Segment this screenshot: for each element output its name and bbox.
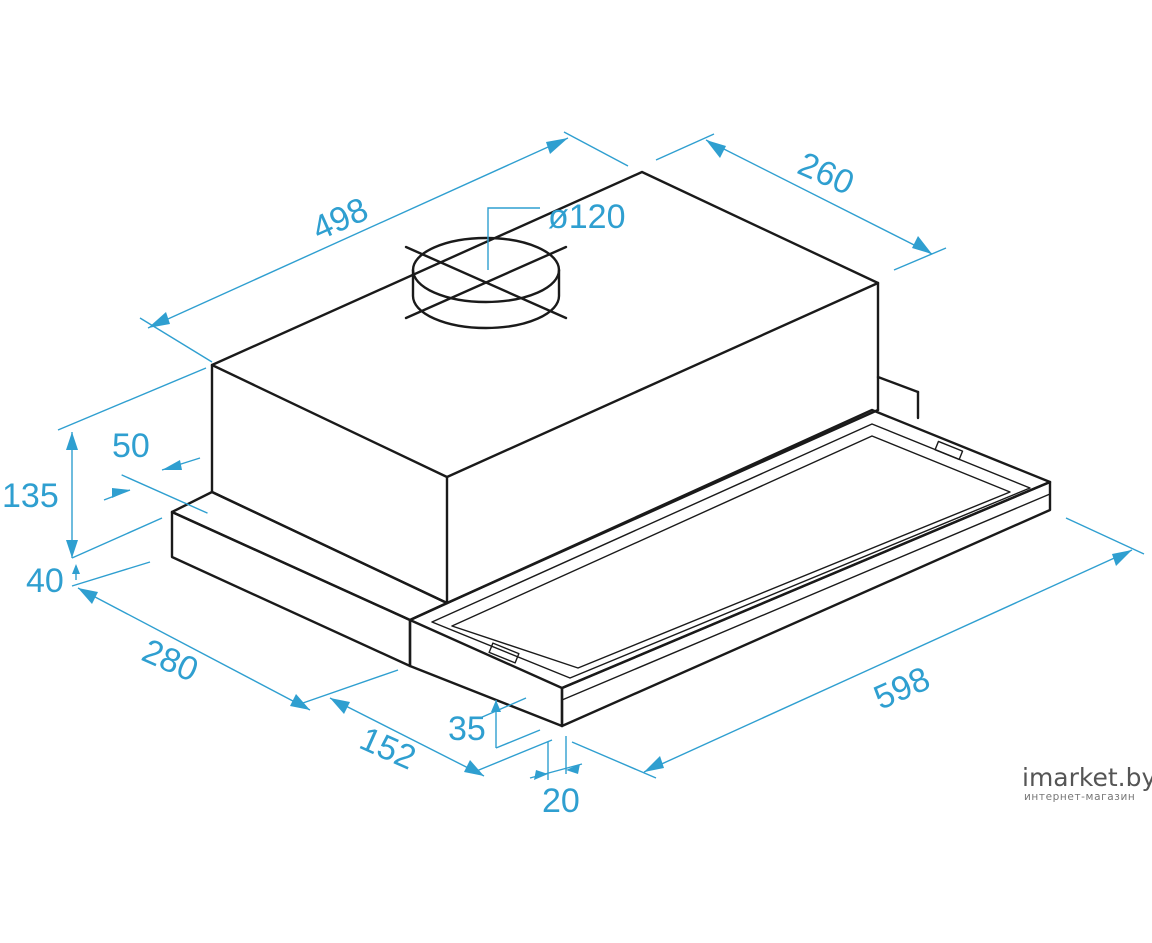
dim-40-label: 40 [26,562,64,600]
dim-120-leader [487,207,540,270]
dim-35-label: 35 [448,710,486,748]
dim-20-arrow-right [566,764,580,774]
dim-135-arrow-top [66,432,78,450]
dim-260-label: 260 [792,145,859,203]
dim-280-line [77,587,311,711]
dim-135-label: 135 [2,477,59,515]
hood-outline [170,170,1052,728]
slide-panel-inner-frame [431,423,1031,679]
dim-50-arrow-2 [112,488,130,498]
watermark-tagline: интернет-магазин [1024,791,1135,803]
duct-collar-side [411,268,561,330]
dim-598-label: 598 [868,660,935,718]
dim-20-label: 20 [542,782,580,820]
dim-260-ext-left [655,133,715,161]
dim-498-arrow-right [546,138,568,154]
dim-498-label: 498 [306,190,373,248]
dim-598-ext-left [571,741,657,779]
panel-clip-right [934,440,964,461]
dim-135-ext-top [57,367,207,431]
dim-598-ext-right [1065,517,1145,555]
base-tray-top [170,490,449,622]
dim-135-arrow-bottom [66,540,78,558]
dim-152-label: 152 [354,720,421,778]
dim-40-ext-bottom [71,561,151,587]
dim-152-arrow-left [330,698,350,714]
duct-collar-top [411,236,561,304]
dim-152-ext-right [473,739,553,773]
dim-35-ext-top [479,697,527,719]
slide-panel-lip [561,493,1051,701]
dim-498-ext-left [139,317,213,363]
dim-260-line [705,139,933,255]
dim-598-line [643,549,1133,773]
slide-panel-inner-frame-2 [451,435,1011,669]
dim-498-arrow-left [148,312,170,328]
dim-40-arrow [72,564,80,574]
dimension-lines: 498 260 ø120 135 50 40 28 [2,131,1145,820]
dim-40-ext-top [71,517,163,559]
dim-598-arrow-right [1112,550,1132,566]
slide-panel-left [408,618,564,728]
dim-260-ext-right [893,247,947,271]
dim-152-line [329,697,485,777]
dim-598-arrow-left [644,756,664,772]
dim-280-arrow-right [290,694,310,710]
dim-280-ext-right [299,669,399,705]
dim-35-arrow [491,700,501,712]
dim-20-arrow-left [534,770,548,780]
duct-cross-line-2 [404,245,568,320]
panel-clip-left [488,642,520,664]
dim-120-label: ø120 [548,198,626,236]
dim-152-arrow-right [464,760,484,776]
dim-498-line [147,137,569,329]
dim-50-ext [121,474,208,514]
rear-rail-top [876,375,920,394]
dim-50-label: 50 [112,427,150,465]
dim-35-ext-bottom [495,729,541,749]
dim-260-arrow-left [706,140,726,158]
dim-50-arrow [162,460,182,470]
dim-498-ext-right [563,131,629,167]
watermark: imarket.by интернет-магазин [1022,763,1152,803]
dim-280-arrow-left [78,588,98,604]
base-tray-left-face [170,510,412,668]
dim-260-arrow-right [912,236,932,254]
duct-collar [404,236,568,330]
watermark-brand: imarket.by [1022,763,1152,792]
dim-280-label: 280 [136,632,203,690]
